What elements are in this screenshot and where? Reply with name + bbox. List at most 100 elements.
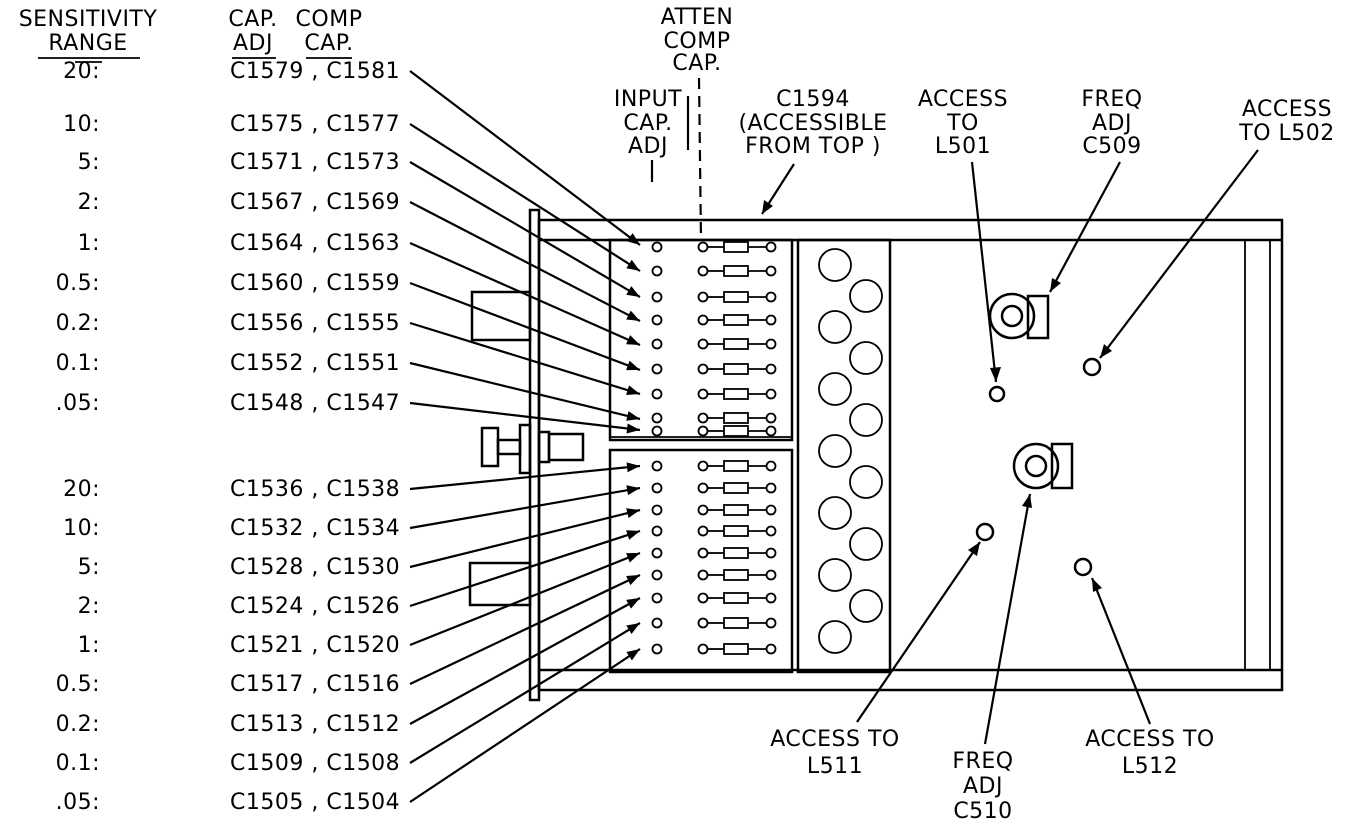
svg-text:COMP: COMP [664,29,731,54]
cap-pair-label: C1509 , C1508 [230,751,400,776]
terminal [765,241,777,253]
capacitor-row: 2:C1567 , C1569 [78,190,641,322]
input-cap-adj-screw [651,363,663,375]
range-label: 5: [78,555,100,580]
resistor [723,314,749,326]
attenuator-stage [651,338,777,350]
capacitor-row: 5:C1571 , C1573 [78,150,641,298]
header-comp-cap: CAP. [304,31,353,56]
resistor [723,412,749,424]
capacitor-bank-element [849,465,883,499]
range-label: 0.1: [56,751,100,776]
cap-pair-label: C1517 , C1516 [230,672,400,697]
leader-line [409,597,641,725]
cap-pair-label: C1560 , C1559 [230,271,400,296]
terminal [697,569,709,581]
input-cap-adj-screw [651,388,663,400]
resistor [723,265,749,277]
header-sensitivity: SENSITIVITY [19,7,158,32]
resistor [723,525,749,537]
leader-arrowhead [626,530,640,540]
terminal [697,482,709,494]
range-label: 0.2: [56,311,100,336]
terminal [697,547,709,559]
terminal [697,425,709,437]
input-cap-adj-screw [651,241,663,253]
terminal [765,617,777,629]
terminal [697,265,709,277]
terminal [765,412,777,424]
leader-line [409,648,641,803]
range-label: 0.5: [56,672,100,697]
leader-line [409,574,641,685]
leader-arrowhead [626,360,640,371]
svg-text:ACCESS TO: ACCESS TO [1085,727,1214,752]
svg-text:FROM TOP ): FROM TOP ) [745,134,881,159]
leader-line [409,464,641,491]
header-cap: CAP. [228,7,277,32]
terminal [765,338,777,350]
input-cap-adj-screw [651,460,663,472]
resistor [723,338,749,350]
resistor [723,592,749,604]
leader-arrowhead [626,598,640,609]
svg-text:ADJ: ADJ [1092,111,1132,136]
cap-pair-label: C1536 , C1538 [230,477,400,502]
l512-access-hole [1073,557,1093,577]
attenuator-stage [651,592,777,604]
cap-pair-label: C1528 , C1530 [230,555,400,580]
svg-text:FREQ: FREQ [1081,87,1142,112]
attenuator-stage [651,363,777,375]
leader-line [409,361,641,421]
input-cap-adj-screw [651,525,663,537]
capacitor-row: 10:C1532 , C1534 [63,485,641,541]
terminal [697,388,709,400]
terminal [697,460,709,472]
callout-access-l501: ACCESS TO L501 [918,87,1008,383]
input-cap-adj-screw [651,592,663,604]
leader-arrowhead [626,385,640,395]
attenuator-stage [651,265,777,277]
range-label: .05: [56,391,100,416]
svg-text:CAP.: CAP. [672,51,721,76]
svg-text:TO L502: TO L502 [1238,121,1335,146]
capacitor-row: 5: C1528 , C1530 [78,508,641,580]
leader-line [409,622,641,764]
capacitor-row: 10:C1575 , C1577 [63,112,641,272]
svg-text:L501: L501 [935,134,991,159]
capacitor-bank-element [849,341,883,375]
range-label: 2: [78,594,100,619]
capacitor-bank-element [818,310,852,344]
callout-access-l511: ACCESS TO L511 [770,541,981,779]
capacitor-bank-element [849,589,883,623]
cap-pair-label: C1521 , C1520 [230,633,400,658]
input-cap-adj-screw [651,314,663,326]
cap-pair-label: C1548 , C1547 [230,391,400,416]
leader-arrowhead [626,286,640,297]
cap-pair-label: C1513 , C1512 [230,712,400,737]
capacitor-bank-element [849,279,883,313]
leader-arrowhead [626,508,640,518]
attenuator-stage [651,482,777,494]
capacitor-bank-element [849,527,883,561]
terminal [765,569,777,581]
leader-line [409,529,641,608]
attenuator-stage [651,241,777,253]
leader-arrowhead [626,411,640,421]
terminal [765,482,777,494]
attenuator-stage [651,388,777,400]
leader-arrowhead [626,649,640,661]
terminal [765,547,777,559]
svg-text:C1594: C1594 [776,87,850,112]
cap-pair-label: C1564 , C1563 [230,231,400,256]
terminal [697,525,709,537]
range-label: 0.1: [56,351,100,376]
callout-access-l512: ACCESS TO L512 [1085,577,1214,779]
svg-text:CAP.: CAP. [623,111,672,136]
capacitor-row: 0.1:C1552 , C1551 [56,351,641,421]
terminal [697,338,709,350]
cap-pair-label: C1575 , C1577 [230,112,400,137]
capacitor-bank-element [849,403,883,437]
terminal [697,314,709,326]
